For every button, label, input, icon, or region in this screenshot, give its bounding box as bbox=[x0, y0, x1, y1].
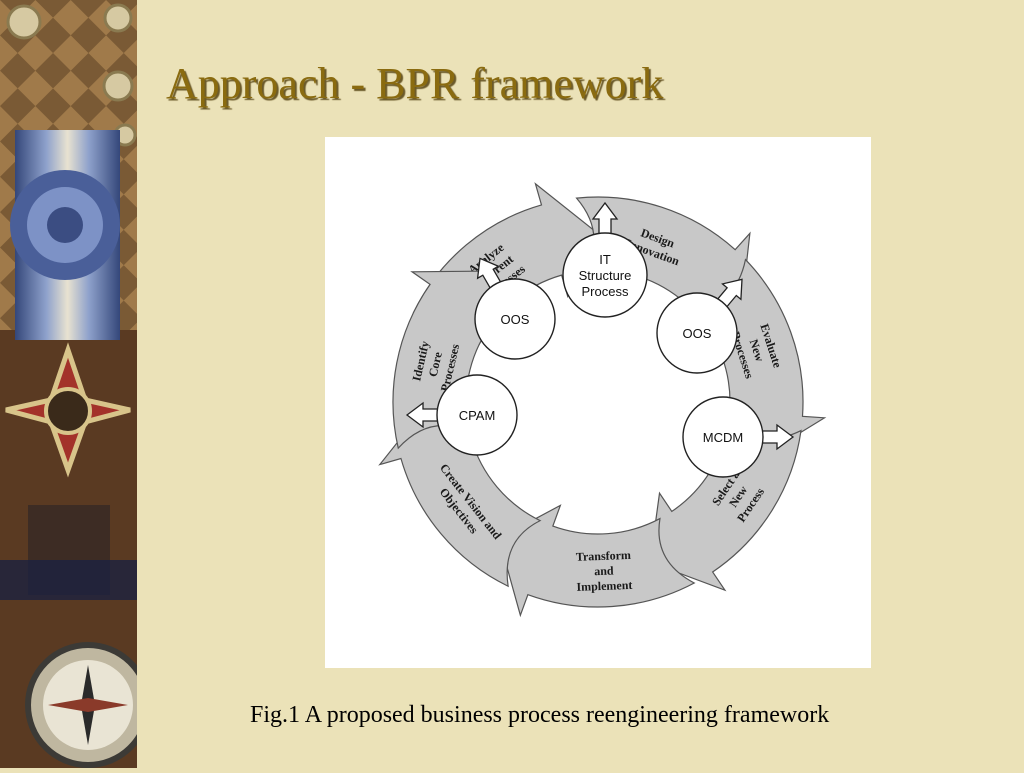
tool-circle-oos-1 bbox=[474, 278, 556, 360]
tool-circle-it bbox=[562, 232, 648, 318]
figure-caption: Fig.1 A proposed business process reengi… bbox=[250, 702, 830, 728]
tool-label-it: Structure bbox=[579, 268, 632, 283]
stage-label-line: Transform bbox=[576, 548, 632, 564]
tool-arrow-oos-2 bbox=[715, 278, 743, 309]
blue-ribbon-icon bbox=[10, 130, 120, 340]
tool-label-cpam: CPAM bbox=[459, 408, 496, 423]
cross-medal-icon bbox=[0, 342, 137, 600]
tool-circle-cpam bbox=[436, 374, 518, 456]
tool-label-mcdm: MCDM bbox=[703, 430, 743, 445]
tool-circle-mcdm bbox=[682, 396, 764, 478]
tool-arrow-oos-1 bbox=[476, 257, 503, 290]
tool-label-it: Process bbox=[582, 284, 629, 299]
compass-icon bbox=[25, 642, 151, 768]
bpr-framework-diagram: AnalyzeCurrentProcessesDesignInnovationE… bbox=[325, 137, 871, 668]
stage-label-line: New bbox=[747, 337, 767, 363]
stage-label-line: Implement bbox=[576, 578, 632, 594]
stage-arrow-transform bbox=[498, 504, 696, 618]
tool-arrow-mcdm bbox=[760, 423, 795, 451]
tool-label-oos-2: OOS bbox=[683, 326, 712, 341]
slide-title: Approach - BPR framework bbox=[166, 59, 664, 108]
tool-arrow-it bbox=[591, 201, 619, 236]
tool-label-oos-1: OOS bbox=[501, 312, 530, 327]
decorative-sidebar bbox=[0, 0, 151, 768]
tool-arrow-cpam bbox=[405, 401, 440, 429]
medal-icon bbox=[6, 3, 137, 147]
tool-label-it: IT bbox=[599, 252, 611, 267]
stage-label-line: Core bbox=[426, 350, 445, 378]
stage-label-line: and bbox=[594, 564, 614, 579]
tool-circle-oos-2 bbox=[656, 292, 738, 374]
